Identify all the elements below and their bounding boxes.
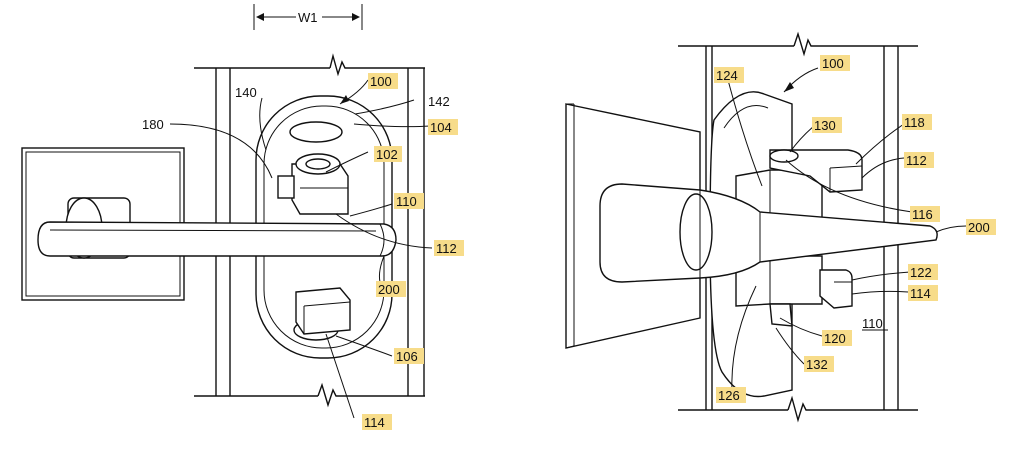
label-112-right: 112 [906,153,927,168]
upper-catch [769,149,863,193]
upper-stop-102 [277,153,349,215]
right-view: 124 100 130 118 112 116 200 122 114 110 … [565,31,996,423]
label-110: 110 [396,194,417,209]
label-140: 140 [235,85,257,100]
label-104: 104 [430,120,452,135]
label-132: 132 [806,357,828,372]
label-112: 112 [436,241,457,256]
label-116: 116 [912,207,933,222]
lower-catch [769,269,853,327]
label-118: 118 [904,115,925,130]
label-126: 126 [718,388,740,403]
label-130: 130 [814,118,836,133]
leaders-left [169,79,433,419]
upper-opening-left [289,121,343,143]
label-120: 120 [824,331,846,346]
dimension-w1-label: W1 [298,10,318,25]
left-view: W1 [21,4,464,430]
label-114-right: 114 [910,286,931,301]
lever-handle-right [599,183,938,283]
label-102: 102 [376,147,398,162]
label-106: 106 [396,349,418,364]
label-200: 200 [378,282,400,297]
label-114: 114 [364,415,385,430]
central-block [735,169,823,307]
label-180: 180 [142,117,164,132]
label-122: 122 [910,265,932,280]
leaders-right [727,67,967,393]
dimension-w1: W1 [253,4,363,30]
label-100: 100 [370,74,392,89]
label-100-right: 100 [822,56,844,71]
lower-stop-106 [295,287,351,335]
label-124: 124 [716,68,738,83]
label-200-right: 200 [968,220,990,235]
label-142: 142 [428,94,450,109]
label-110-right: 110 [862,316,883,331]
lever-handle-left [37,221,397,257]
